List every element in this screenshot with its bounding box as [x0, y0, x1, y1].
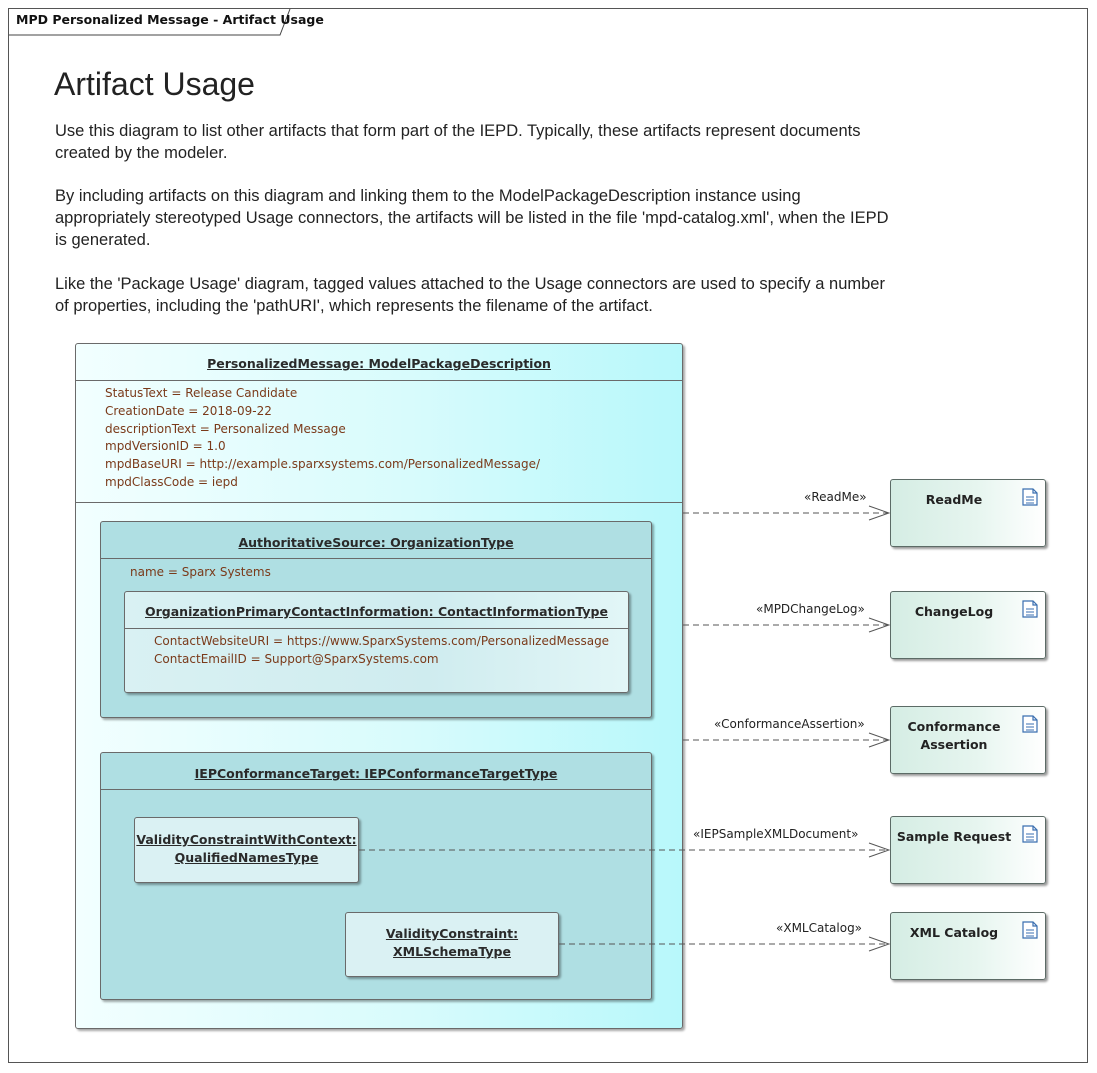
attribute: mpdVersionID = 1.0: [105, 439, 226, 454]
artifact-name-line: Assertion: [920, 737, 988, 752]
diagram-frame: MPD Personalized Message - Artifact Usag…: [8, 8, 1088, 1063]
attributes-separator: [76, 502, 682, 503]
document-icon: [1022, 488, 1038, 506]
artifact-name: Sample Request: [896, 829, 1012, 844]
stereotype-label-changelog: «MPDChangeLog»: [756, 602, 865, 616]
document-icon: [1022, 921, 1038, 939]
attribute: ContactEmailID = Support@SparxSystems.co…: [154, 651, 439, 666]
document-icon: [1022, 600, 1038, 618]
document-icon: [1022, 715, 1038, 733]
attribute: name = Sparx Systems: [130, 565, 271, 579]
validity-constraint-with-context-title: ValidityConstraintWithContext: Qualified…: [135, 831, 358, 867]
authoritative-source-title: AuthoritativeSource: OrganizationType: [238, 535, 514, 550]
contact-information-title: OrganizationPrimaryContactInformation: C…: [145, 604, 608, 619]
artifact-name: Conformance Assertion: [891, 718, 1017, 754]
note-paragraph-1: Use this diagram to list other artifacts…: [55, 122, 861, 162]
validity-constraint-with-context-instance[interactable]: ValidityConstraintWithContext: Qualified…: [134, 817, 359, 883]
artifact-name: ReadMe: [925, 492, 983, 507]
stereotype-label-readme: «ReadMe»: [804, 490, 867, 504]
attribute: mpdBaseURI = http://example.sparxsystems…: [105, 457, 541, 472]
title-separator: [101, 789, 651, 790]
artifact-conformance-assertion[interactable]: Conformance Assertion: [890, 706, 1046, 774]
attribute: ContactWebsiteURI = https://www.SparxSys…: [154, 634, 610, 648]
artifact-readme[interactable]: ReadMe: [890, 479, 1046, 547]
title-line: ValidityConstraint:: [385, 926, 519, 941]
artifact-xml-catalog[interactable]: XML Catalog: [890, 912, 1046, 980]
document-icon: [1022, 825, 1038, 843]
contact-information-instance[interactable]: OrganizationPrimaryContactInformation: C…: [124, 591, 629, 693]
artifact-name: ChangeLog: [914, 604, 994, 619]
note-paragraph-2: By including artifacts on this diagram a…: [55, 187, 889, 249]
attribute: StatusText = Release Candidate: [105, 386, 298, 400]
title-line: QualifiedNamesType: [174, 850, 319, 865]
stereotype-label-sample-request: «IEPSampleXMLDocument»: [693, 827, 859, 841]
artifact-name: XML Catalog: [909, 925, 999, 940]
stereotype-label-conformance-assertion: «ConformanceAssertion»: [714, 717, 865, 731]
model-package-title: PersonalizedMessage: ModelPackageDescrip…: [207, 356, 551, 371]
title-separator: [125, 628, 628, 629]
attribute: mpdClassCode = iepd: [105, 474, 238, 489]
frame-title: MPD Personalized Message - Artifact Usag…: [16, 12, 324, 27]
artifact-sample-request[interactable]: Sample Request: [890, 816, 1046, 884]
stereotype-label-xml-catalog: «XMLCatalog»: [776, 921, 863, 935]
attribute: descriptionText = Personalized Message: [105, 421, 346, 436]
model-package-attributes: StatusText = Release Candidate CreationD…: [105, 385, 540, 492]
frame-tab: [9, 9, 291, 36]
conformance-target-title: IEPConformanceTarget: IEPConformanceTarg…: [194, 766, 558, 781]
validity-constraint-title: ValidityConstraint: XMLSchemaType: [346, 925, 558, 961]
title-separator: [76, 380, 682, 381]
artifact-name-line: Conformance: [907, 719, 1001, 734]
validity-constraint-instance[interactable]: ValidityConstraint: XMLSchemaType: [345, 912, 559, 977]
title-line: ValidityConstraintWithContext:: [136, 832, 357, 847]
note-heading: Artifact Usage: [54, 66, 255, 102]
attribute: CreationDate = 2018-09-22: [105, 403, 272, 418]
artifact-changelog[interactable]: ChangeLog: [890, 591, 1046, 659]
title-separator: [101, 558, 651, 559]
contact-attributes: ContactWebsiteURI = https://www.SparxSys…: [154, 633, 609, 669]
note-paragraph-3: Like the 'Package Usage' diagram, tagged…: [55, 275, 885, 315]
title-line: XMLSchemaType: [393, 944, 511, 959]
